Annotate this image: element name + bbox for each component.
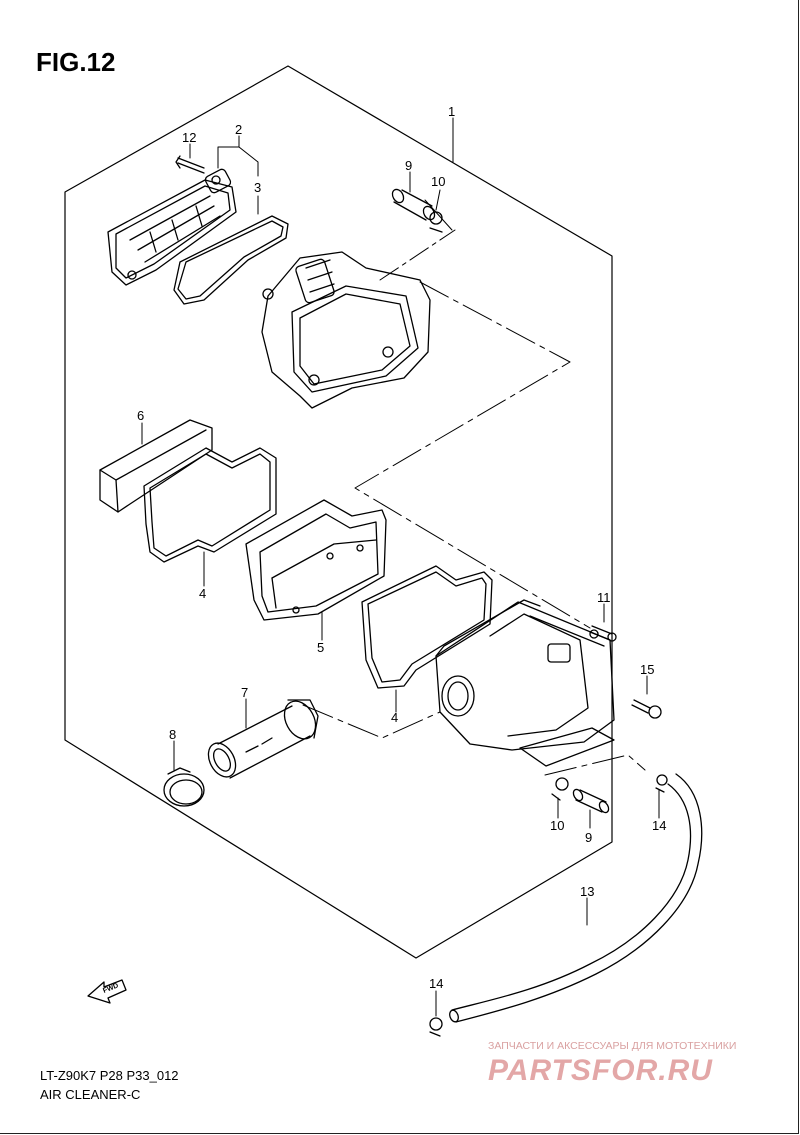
- fwd-arrow-label: FWD: [102, 982, 119, 994]
- clip-10-lower: [551, 777, 569, 801]
- callout-8: 8: [169, 727, 176, 742]
- callout-9-upper: 9: [405, 158, 412, 173]
- callout-15: 15: [640, 662, 654, 677]
- separator-lines: [302, 199, 646, 776]
- cover-seal: [173, 215, 289, 305]
- filter-element: [245, 499, 387, 621]
- callout-9-lower: 9: [585, 830, 592, 845]
- callout-7: 7: [241, 685, 248, 700]
- model-code: LT-Z90K7 P28 P33_012: [40, 1068, 179, 1083]
- callout-3: 3: [254, 180, 261, 195]
- watermark-tagline: ЗАПЧАСТИ И АКСЕССУАРЫ ДЛЯ МОТОТЕХНИКИ: [488, 1040, 737, 1052]
- callout-12: 12: [182, 130, 196, 145]
- callout-5: 5: [317, 640, 324, 655]
- callout-1: 1: [448, 104, 455, 119]
- gasket-4-lower: [361, 565, 493, 689]
- callout-4-upper: 4: [199, 586, 206, 601]
- bolt-15: [631, 699, 662, 719]
- watermark: ЗАПЧАСТИ И АКСЕССУАРЫ ДЛЯ МОТОТЕХНИКИ PA…: [488, 1040, 788, 1100]
- air-cleaner-case-lower: [435, 599, 615, 767]
- watermark-logo: PARTSFOR.RU: [488, 1054, 713, 1087]
- callout-11: 11: [597, 590, 611, 605]
- clip-10-upper: [429, 211, 443, 233]
- callout-10-upper: 10: [431, 174, 445, 189]
- air-cleaner-case-upper: [261, 251, 431, 409]
- hose-clip-14-lower: [429, 1017, 443, 1037]
- assembly-outline: [64, 65, 613, 959]
- callout-2: 2: [235, 122, 242, 137]
- screw-12: [175, 155, 205, 174]
- callout-6: 6: [137, 408, 144, 423]
- clamp-8: [163, 767, 205, 807]
- fwd-arrow-icon: FWD: [87, 979, 127, 1004]
- foam-element: [99, 419, 213, 513]
- bolt-11: [589, 625, 617, 642]
- outlet-tube: [207, 699, 319, 779]
- callout-numbers: 1 2 3 12 9 10 6 4 5 4 7 8 11 15 10 9 14 …: [137, 104, 666, 991]
- pin-9-lower: [572, 788, 610, 814]
- gasket-4-upper: [143, 447, 277, 563]
- section-name: AIR CLEANER-C: [40, 1087, 141, 1102]
- hose-clip-14-upper: [655, 774, 668, 793]
- callout-14-upper: 14: [652, 818, 666, 833]
- callout-13: 13: [580, 884, 594, 899]
- leader-lines: [141, 117, 660, 1017]
- air-cleaner-cover: [107, 168, 237, 286]
- callout-14-lower: 14: [429, 976, 443, 991]
- drain-hose: [449, 773, 703, 1023]
- callout-10-lower: 10: [550, 818, 564, 833]
- callout-4-lower: 4: [391, 710, 398, 725]
- figure-title: FIG.12: [36, 47, 116, 77]
- pin-9-upper: [391, 188, 436, 221]
